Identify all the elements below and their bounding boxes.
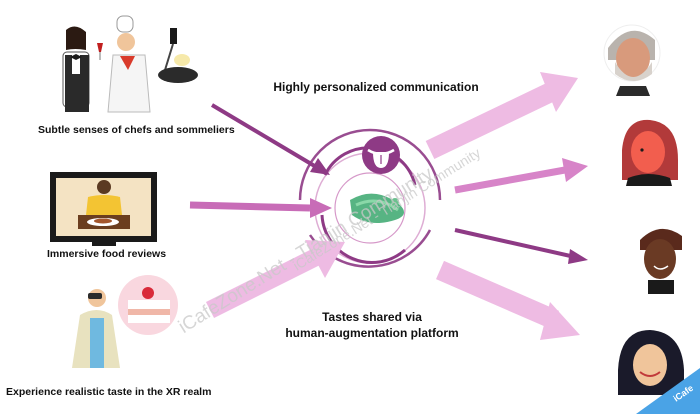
person-young-man-avatar: [630, 227, 690, 294]
drink-swirl-icon: [350, 193, 404, 224]
arrow-from-reviews: [189, 198, 332, 218]
bottom-center-label-line1: Tastes shared via: [322, 310, 422, 324]
food-review-tv-illustration: [50, 172, 157, 246]
arrow-to-person-1: [425, 72, 578, 160]
person-woman-red-hair-avatar: [617, 119, 678, 186]
xr-label: Experience realistic taste in the XR rea…: [6, 386, 212, 398]
arrow-to-person-4: [436, 260, 580, 340]
chefs-label: Subtle senses of chefs and sommeliers: [38, 124, 235, 136]
tongue-icon: [362, 136, 400, 174]
top-center-label: Highly personalized communication: [273, 80, 479, 94]
arrow-from-xr: [205, 240, 345, 319]
corner-badge-logo: iCafe: [636, 368, 700, 414]
arrow-to-person-2: [454, 158, 588, 194]
person-smiling-woman-avatar: [616, 330, 684, 395]
xr-experience-illustration: [72, 275, 178, 368]
bottom-center-label-line2: human-augmentation platform: [285, 326, 459, 340]
reviews-label: Immersive food reviews: [47, 248, 167, 260]
arrow-to-person-3: [454, 228, 588, 264]
chef-sommelier-illustration: [62, 15, 198, 113]
person-elderly-man-avatar: [603, 24, 661, 96]
arrow-from-chefs: [210, 103, 330, 175]
